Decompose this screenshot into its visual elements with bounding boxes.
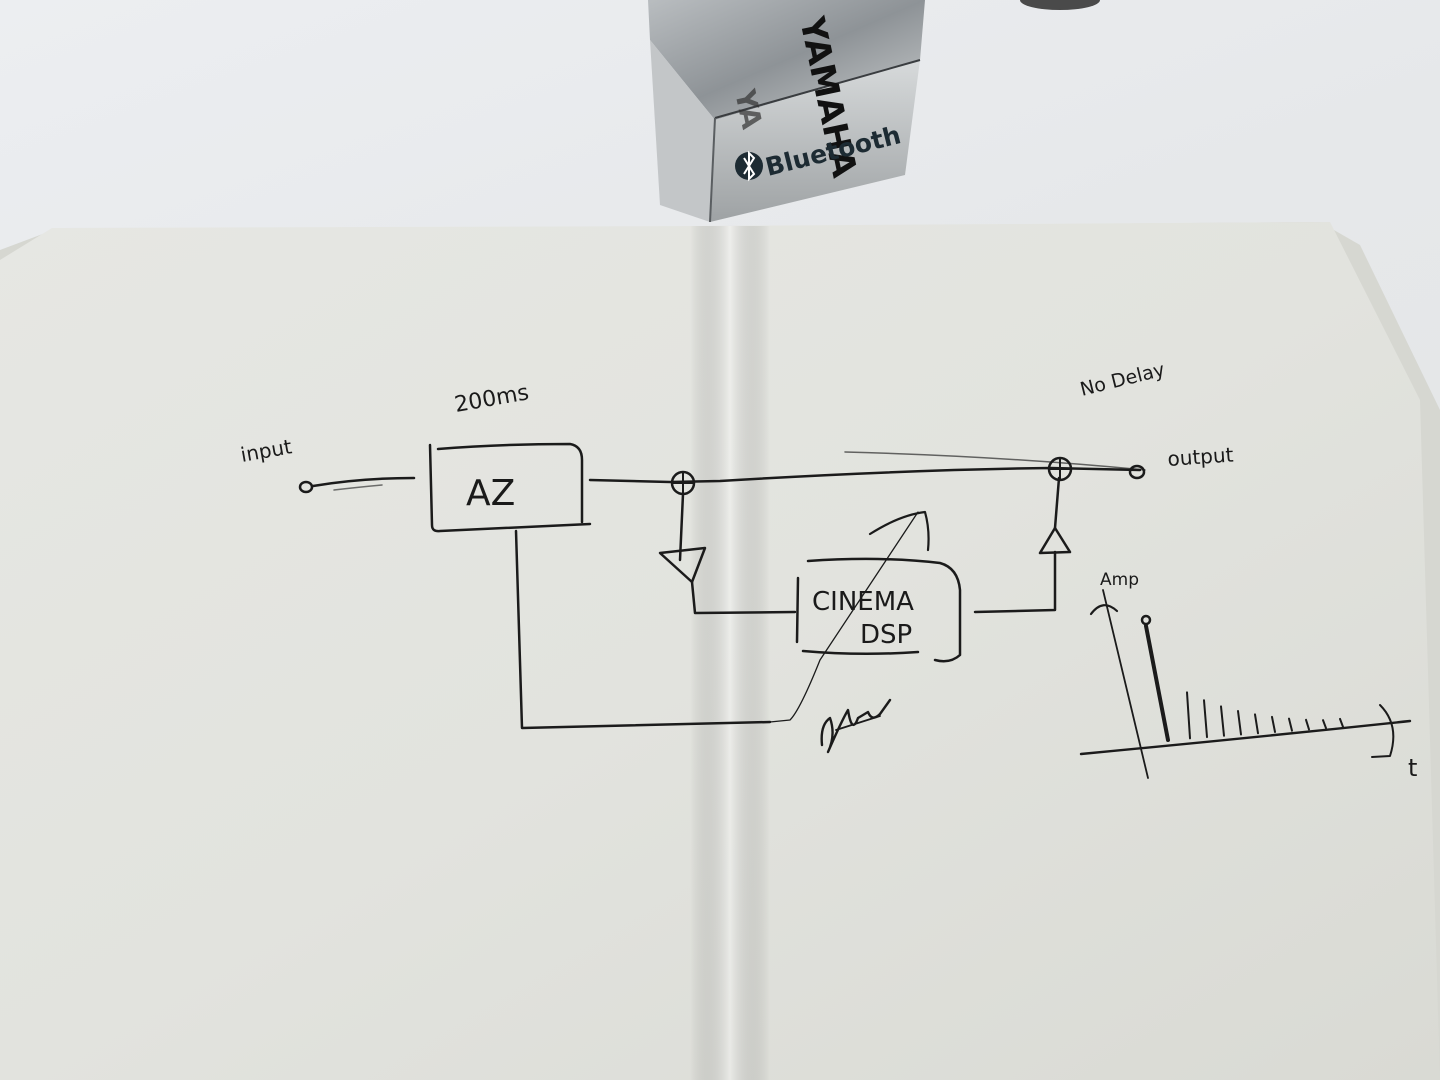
cinema-dsp-block — [795, 557, 962, 663]
graph-x-axis-arrow — [1371, 704, 1395, 758]
graph-y-axis — [1102, 589, 1149, 779]
impulse-direct — [1144, 624, 1170, 742]
page-fold — [690, 226, 770, 1080]
impulse-reflection — [1288, 717, 1293, 732]
dsp-bypass-arrow — [868, 510, 930, 552]
amplifier-left-line — [678, 492, 685, 562]
impulse-reflection — [1220, 705, 1225, 737]
amplifier-right-line — [1053, 476, 1061, 530]
signature-scribble — [820, 698, 892, 754]
cube-left-face — [650, 40, 715, 222]
dsp-label-line1: CINEMA — [812, 587, 914, 617]
impulse-reflection — [1322, 719, 1327, 730]
dsp-label-line2: DSP — [860, 620, 912, 650]
no-delay-label: No Delay — [1078, 359, 1167, 401]
output-label: output — [1167, 442, 1235, 471]
acrylic-cube: YAMAHA YA Bluetooth — [648, 0, 1100, 223]
delay-label: 200ms — [453, 380, 531, 418]
impulse-response-graph — [1079, 589, 1412, 779]
dsp-bypass-stroke — [769, 511, 919, 723]
summing-junction-1 — [670, 470, 696, 496]
output-terminal — [1128, 464, 1146, 480]
amplifier-to-dsp-line — [690, 580, 797, 615]
cube-front-face — [710, 60, 920, 222]
dsp-output-line — [973, 550, 1057, 614]
impulse-reflection — [1254, 713, 1259, 735]
main-signal-line — [588, 466, 1142, 484]
graph-y-axis-label: Amp — [1100, 570, 1139, 590]
impulse-reflection — [1186, 691, 1191, 740]
az-block — [428, 442, 592, 533]
impulse-reflection — [1305, 718, 1310, 731]
impulse-reflection — [1271, 715, 1276, 733]
bluetooth-icon — [735, 150, 763, 182]
input-label: input — [239, 434, 294, 467]
graph-x-axis — [1079, 719, 1412, 756]
input-terminal — [298, 476, 416, 494]
impulse-reflection — [1237, 709, 1242, 736]
summing-junction-2 — [1047, 456, 1073, 482]
amplifier-right-icon — [1038, 526, 1072, 555]
impulse-reflection — [1203, 699, 1208, 739]
desk-object-shadow — [1020, 0, 1100, 10]
az-block-label: AZ — [466, 473, 515, 514]
amplifier-left-icon — [658, 546, 707, 584]
graph-x-axis-label: t — [1408, 754, 1417, 782]
az-bypass-line — [514, 529, 772, 730]
impulse-direct-head — [1140, 614, 1152, 626]
graph-y-axis-arrow — [1089, 604, 1119, 616]
impulse-marks — [1140, 614, 1344, 742]
main-signal-line-upper — [844, 451, 1146, 471]
impulse-reflection — [1339, 717, 1344, 728]
cube-top-face — [648, 0, 925, 120]
